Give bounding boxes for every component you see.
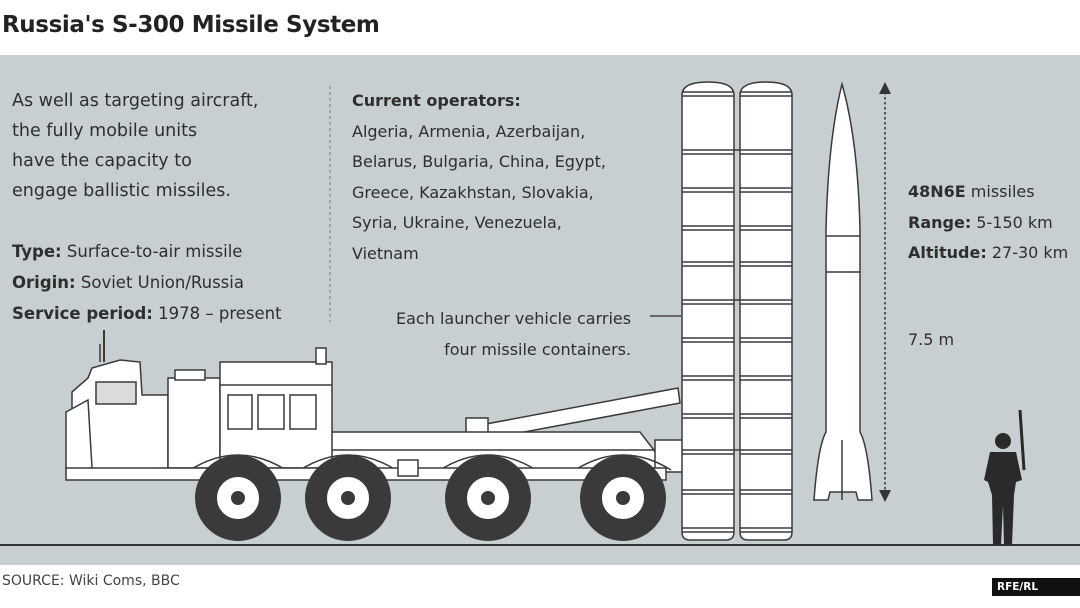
operators-line: Vietnam xyxy=(352,243,419,263)
launcher-callout: Each launcher vehicle carries four missi… xyxy=(396,303,631,365)
operators-line: Greece, Kazakhstan, Slovakia, xyxy=(352,182,594,202)
missile-container-illustration xyxy=(681,81,793,541)
soldier-silhouette xyxy=(984,409,1026,545)
wheel-4 xyxy=(580,455,666,541)
truck-wheels xyxy=(195,455,666,541)
intro-line: engage ballistic missiles. xyxy=(12,181,231,201)
missile-illustration xyxy=(813,81,873,501)
container-bands xyxy=(682,91,792,533)
intro-text: As well as targeting aircraft, the fully… xyxy=(12,86,258,206)
operators-line: Algeria, Armenia, Azerbaijan, xyxy=(352,121,586,141)
height-arrow-icon xyxy=(879,82,891,502)
fact-service-period: Service period: 1978 – present xyxy=(12,304,282,323)
intro-line: As well as targeting aircraft, xyxy=(12,91,259,111)
missile-height-label: 7.5 m xyxy=(908,330,955,349)
missile-range: Range: 5-150 km xyxy=(908,212,1053,232)
fact-origin: Origin: Soviet Union/Russia xyxy=(12,273,244,292)
credit-badge: RFE/RL Graphics xyxy=(992,578,1080,608)
operators-line: Belarus, Bulgaria, China, Egypt, xyxy=(352,152,606,171)
facts-list: Type: Surface-to-air missile Origin: Sov… xyxy=(12,236,282,329)
intro-line: have the capacity to xyxy=(12,151,192,171)
wheel-1 xyxy=(195,455,281,541)
wheel-2 xyxy=(305,455,391,541)
missile-altitude: Altitude: 27-30 km xyxy=(908,243,1069,262)
source-note: SOURCE: Wiki Coms, BBC xyxy=(2,573,180,589)
callout-line: Each launcher vehicle carries xyxy=(396,309,632,328)
missile-name: 48N6E missiles xyxy=(908,182,1035,201)
intro-line: the fully mobile units xyxy=(12,121,198,141)
wheel-3 xyxy=(445,455,531,541)
fact-type: Type: Surface-to-air missile xyxy=(12,242,243,261)
page-title: Russia's S-300 Missile System xyxy=(2,12,380,38)
missile-specs: 48N6E missiles Range: 5-150 km Altitude:… xyxy=(908,177,1068,269)
operators-line: Syria, Ukraine, Venezuela, xyxy=(352,213,562,232)
operators-list: Current operators: Algeria, Armenia, Aze… xyxy=(352,86,606,269)
operators-heading: Current operators: xyxy=(352,91,521,110)
callout-line: four missile containers. xyxy=(444,340,632,359)
